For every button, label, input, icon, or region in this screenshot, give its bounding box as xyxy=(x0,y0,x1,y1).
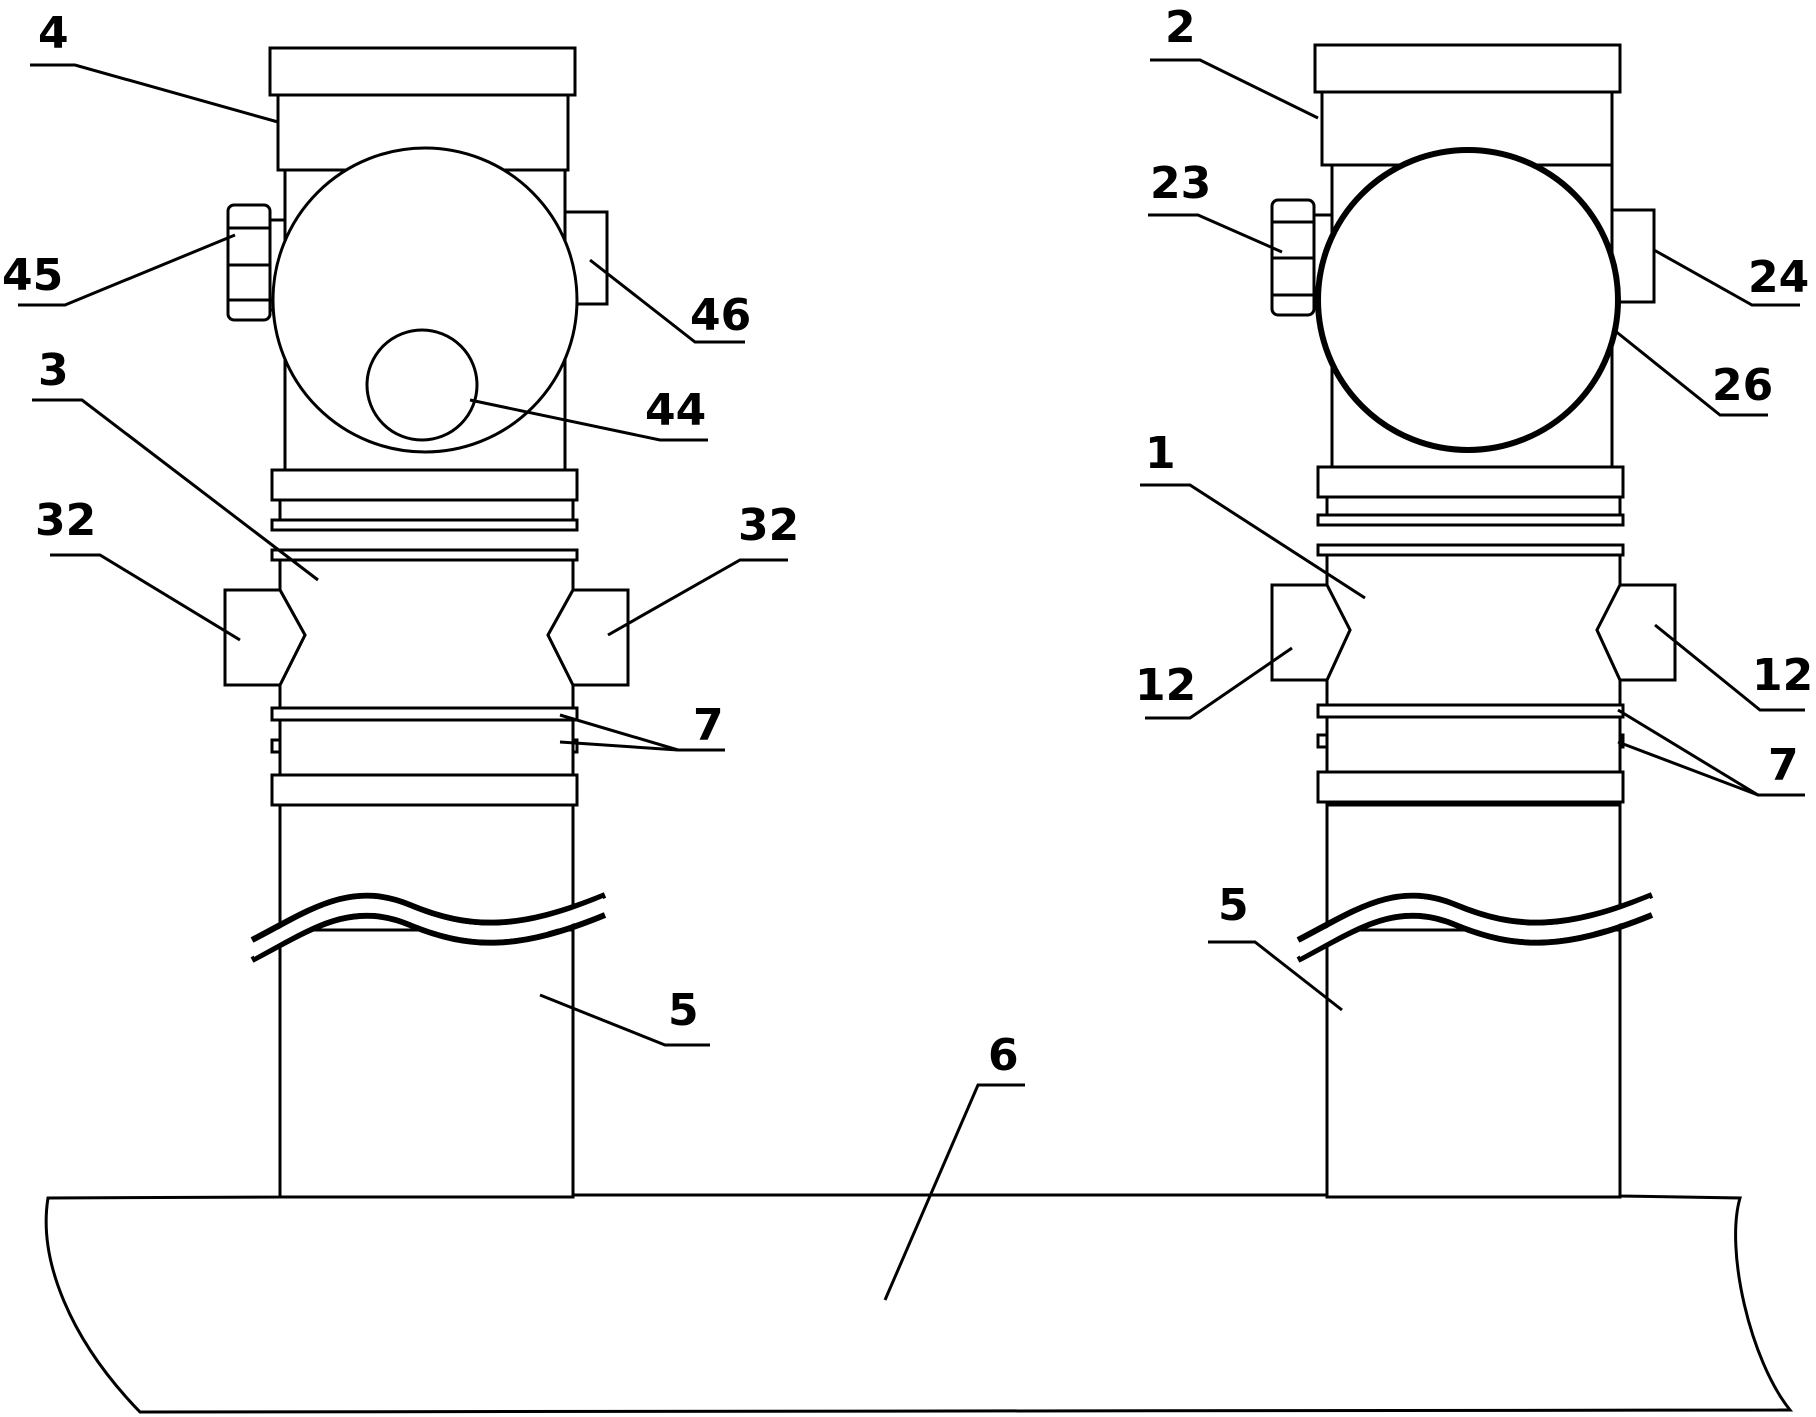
right-lug-12-right xyxy=(1595,583,1677,682)
leader-23 xyxy=(1148,213,1283,254)
leader-4 xyxy=(30,63,279,124)
right-pipe-break xyxy=(1296,912,1654,963)
left-lug-32-right xyxy=(546,588,630,687)
right-body-upper-gap xyxy=(1325,495,1622,517)
left-body-lower xyxy=(278,718,575,777)
label-7a: 7 xyxy=(693,700,724,751)
label-23: 23 xyxy=(1150,158,1211,209)
leader-26 xyxy=(1613,328,1768,417)
left-lug-32-left xyxy=(223,588,307,687)
leader-7a-2 xyxy=(559,740,679,752)
right-large-circle-26 xyxy=(1315,147,1621,453)
right-upper-collar xyxy=(1316,465,1625,499)
left-upper-collar xyxy=(270,468,579,502)
leader-44 xyxy=(469,398,708,442)
right-pipe-break-2 xyxy=(1296,892,1654,943)
right-lower-collar xyxy=(1316,770,1625,804)
left-seal-ring-3 xyxy=(270,548,579,562)
leader-1 xyxy=(1140,483,1366,600)
left-body-upper-gap xyxy=(278,498,575,522)
label-46: 46 xyxy=(690,290,751,341)
leader-24 xyxy=(1653,248,1800,307)
left-lower-collar xyxy=(270,773,579,807)
leader-5a xyxy=(539,993,710,1047)
leader-3 xyxy=(32,398,319,582)
label-32b: 32 xyxy=(738,500,799,551)
right-seal-ring-3 xyxy=(1316,543,1625,557)
label-1: 1 xyxy=(1145,428,1176,479)
left-pipe-break-2 xyxy=(250,892,607,943)
left-post xyxy=(223,46,630,1199)
right-post xyxy=(1270,43,1677,1199)
right-lug-12-left xyxy=(1270,583,1352,682)
leader-5b xyxy=(1208,940,1343,1012)
left-valve-45 xyxy=(226,203,272,322)
leader-45 xyxy=(18,233,236,307)
right-body-lower xyxy=(1325,715,1622,774)
leader-12a xyxy=(1145,646,1293,720)
left-head-cap xyxy=(268,46,577,97)
leader-2 xyxy=(1150,58,1319,120)
label-26: 26 xyxy=(1712,360,1773,411)
label-4: 4 xyxy=(38,8,69,59)
label-2: 2 xyxy=(1165,2,1196,53)
base-platform xyxy=(44,1193,1794,1414)
label-12a: 12 xyxy=(1135,660,1196,711)
left-seal-ring-2 xyxy=(270,706,579,722)
label-44: 44 xyxy=(645,385,706,436)
leader-32a xyxy=(50,553,241,642)
right-pipe-break-gap xyxy=(1300,898,1650,957)
leader-12b xyxy=(1654,623,1805,712)
leader-7b-2 xyxy=(1617,740,1759,797)
left-small-circle-44 xyxy=(365,328,479,442)
left-large-circle xyxy=(271,146,579,454)
left-pipe-break-gap xyxy=(254,898,603,957)
left-pipe-lower xyxy=(278,928,575,1199)
label-5a: 5 xyxy=(668,985,699,1036)
reference-labels: 4 45 46 3 44 32 32 7 5 2 23 24 26 1 12 1… xyxy=(2,2,1813,1081)
left-pipe-break xyxy=(250,912,607,963)
label-12b: 12 xyxy=(1752,650,1813,701)
leader-32b xyxy=(607,558,788,637)
right-head-cap xyxy=(1313,43,1622,94)
label-32a: 32 xyxy=(35,495,96,546)
label-6: 6 xyxy=(988,1030,1019,1081)
label-7b: 7 xyxy=(1768,740,1799,791)
label-3: 3 xyxy=(38,345,69,396)
left-body-3 xyxy=(278,553,575,710)
right-pipe-lower xyxy=(1325,928,1622,1199)
label-24: 24 xyxy=(1748,252,1809,303)
leader-lines xyxy=(18,58,1805,1301)
leader-46 xyxy=(589,258,745,344)
leader-6 xyxy=(883,1083,1025,1301)
label-45: 45 xyxy=(2,250,63,301)
label-5b: 5 xyxy=(1218,880,1249,931)
right-seal-ring-2 xyxy=(1316,703,1625,719)
right-body-1 xyxy=(1325,553,1622,707)
